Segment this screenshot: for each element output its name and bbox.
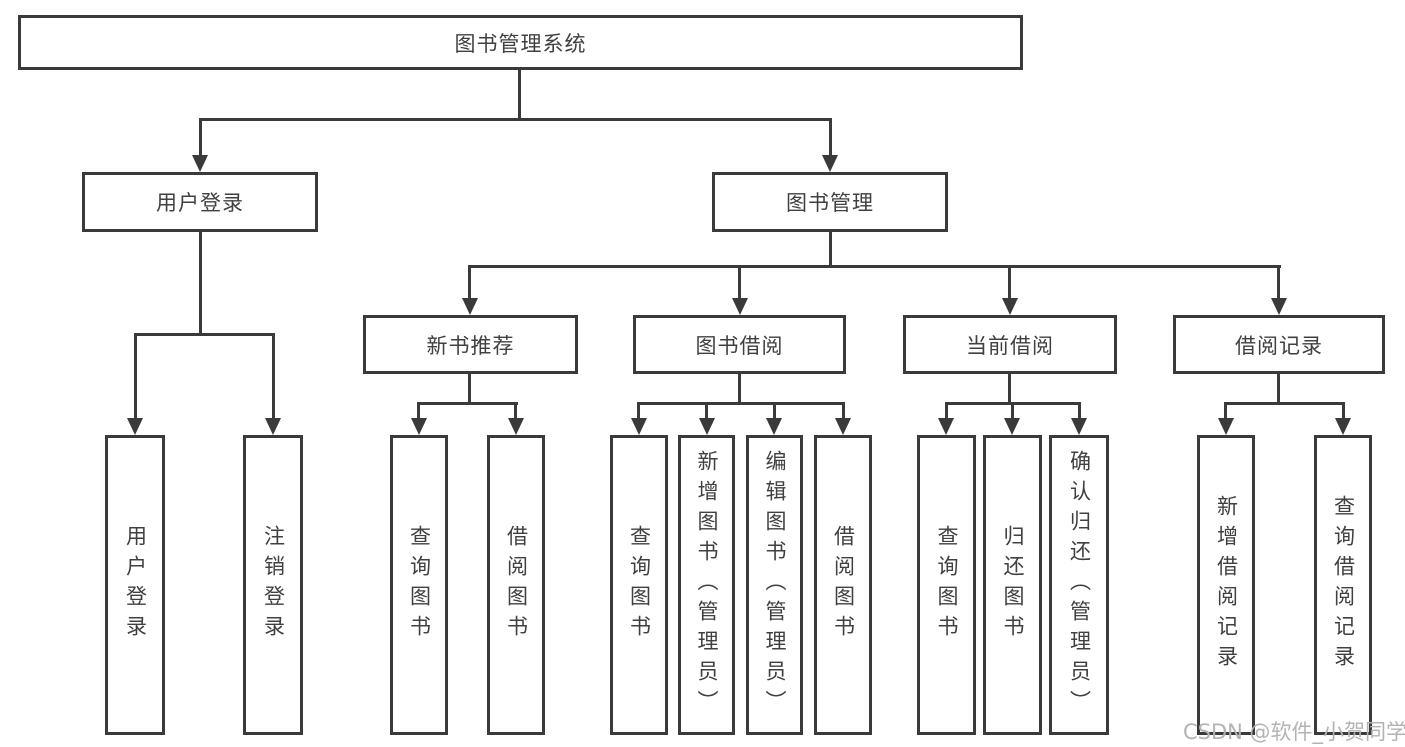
node-root: 图书管理系统: [18, 15, 1023, 70]
connector-stub: [1008, 267, 1011, 298]
leaf-confirm-return-admin: 确认归还（管理员）: [1049, 435, 1109, 735]
connector-drop: [1008, 374, 1011, 404]
connector-stub: [1078, 404, 1081, 418]
arrow-down-icon: [1218, 418, 1234, 435]
connector-stub-book-mgmt: [829, 120, 832, 156]
connector-root-drop: [518, 70, 521, 120]
node-new-book-recommend: 新书推荐: [363, 315, 578, 374]
connector-stub: [637, 404, 640, 418]
connector-drop: [1277, 374, 1280, 404]
connector-stub: [842, 404, 845, 418]
connector-rail: [637, 402, 845, 405]
connector-rail: [945, 402, 1081, 405]
connector-stub: [738, 267, 741, 298]
arrow-down-icon: [411, 418, 427, 435]
connector-login-rail: [134, 333, 275, 336]
connector-drop: [468, 374, 471, 404]
watermark: CSDN @软件_小贺同学: [1183, 720, 1405, 744]
arrow-down-icon: [462, 298, 478, 315]
arrow-down-icon: [192, 155, 208, 172]
connector-stub: [514, 404, 517, 418]
leaf-query-borrow-record: 查询借阅记录: [1314, 435, 1372, 735]
arrow-down-icon: [699, 418, 715, 435]
arrow-down-icon: [938, 418, 954, 435]
connector-stub: [945, 404, 948, 418]
arrow-down-icon: [1271, 298, 1287, 315]
connector-stub: [417, 404, 420, 418]
connector-stub: [773, 404, 776, 418]
node-book-management: 图书管理: [712, 172, 948, 232]
node-borrow-records: 借阅记录: [1173, 315, 1385, 374]
node-book-borrow: 图书借阅: [633, 315, 846, 374]
leaf-query-books-borrow: 查询图书: [610, 435, 668, 735]
node-user-login: 用户登录: [82, 172, 318, 232]
connector-stub: [1224, 404, 1227, 418]
connector-stub-user-login: [199, 120, 202, 156]
arrow-down-icon: [822, 155, 838, 172]
connector-stub: [272, 335, 275, 418]
arrow-down-icon: [732, 298, 748, 315]
connector-stub: [134, 335, 137, 418]
arrow-down-icon: [835, 418, 851, 435]
arrow-down-icon: [1335, 418, 1351, 435]
connector-stub: [1011, 404, 1014, 418]
connector-stub: [1277, 267, 1280, 298]
connector-drop: [738, 374, 741, 404]
connector-root-rail: [199, 118, 832, 121]
leaf-user-login: 用户登录: [105, 435, 165, 735]
connector-mgmt-drop: [829, 232, 832, 268]
leaf-borrow-books: 借阅图书: [814, 435, 872, 735]
leaf-query-books-current: 查询图书: [917, 435, 976, 735]
leaf-return-books: 归还图书: [983, 435, 1042, 735]
arrow-down-icon: [508, 418, 524, 435]
leaf-add-borrow-record: 新增借阅记录: [1197, 435, 1255, 735]
leaf-query-books-recommend: 查询图书: [390, 435, 448, 735]
leaf-edit-books-admin: 编辑图书（管理员）: [746, 435, 803, 735]
leaf-add-books-admin: 新增图书（管理员）: [678, 435, 735, 735]
connector-stub: [705, 404, 708, 418]
leaf-logout: 注销登录: [243, 435, 303, 735]
connector-stub: [468, 267, 471, 298]
arrow-down-icon: [631, 418, 647, 435]
leaf-borrow-books-recommend: 借阅图书: [487, 435, 545, 735]
connector-rail: [417, 402, 518, 405]
connector-login-drop: [199, 232, 202, 336]
node-current-borrow: 当前借阅: [903, 315, 1117, 374]
arrow-down-icon: [265, 418, 281, 435]
arrow-down-icon: [127, 418, 143, 435]
connector-stub: [1342, 404, 1345, 418]
arrow-down-icon: [1004, 418, 1020, 435]
connector-mgmt-rail: [468, 265, 1281, 268]
arrow-down-icon: [1002, 298, 1018, 315]
arrow-down-icon: [766, 418, 782, 435]
arrow-down-icon: [1071, 418, 1087, 435]
connector-rail: [1224, 402, 1345, 405]
